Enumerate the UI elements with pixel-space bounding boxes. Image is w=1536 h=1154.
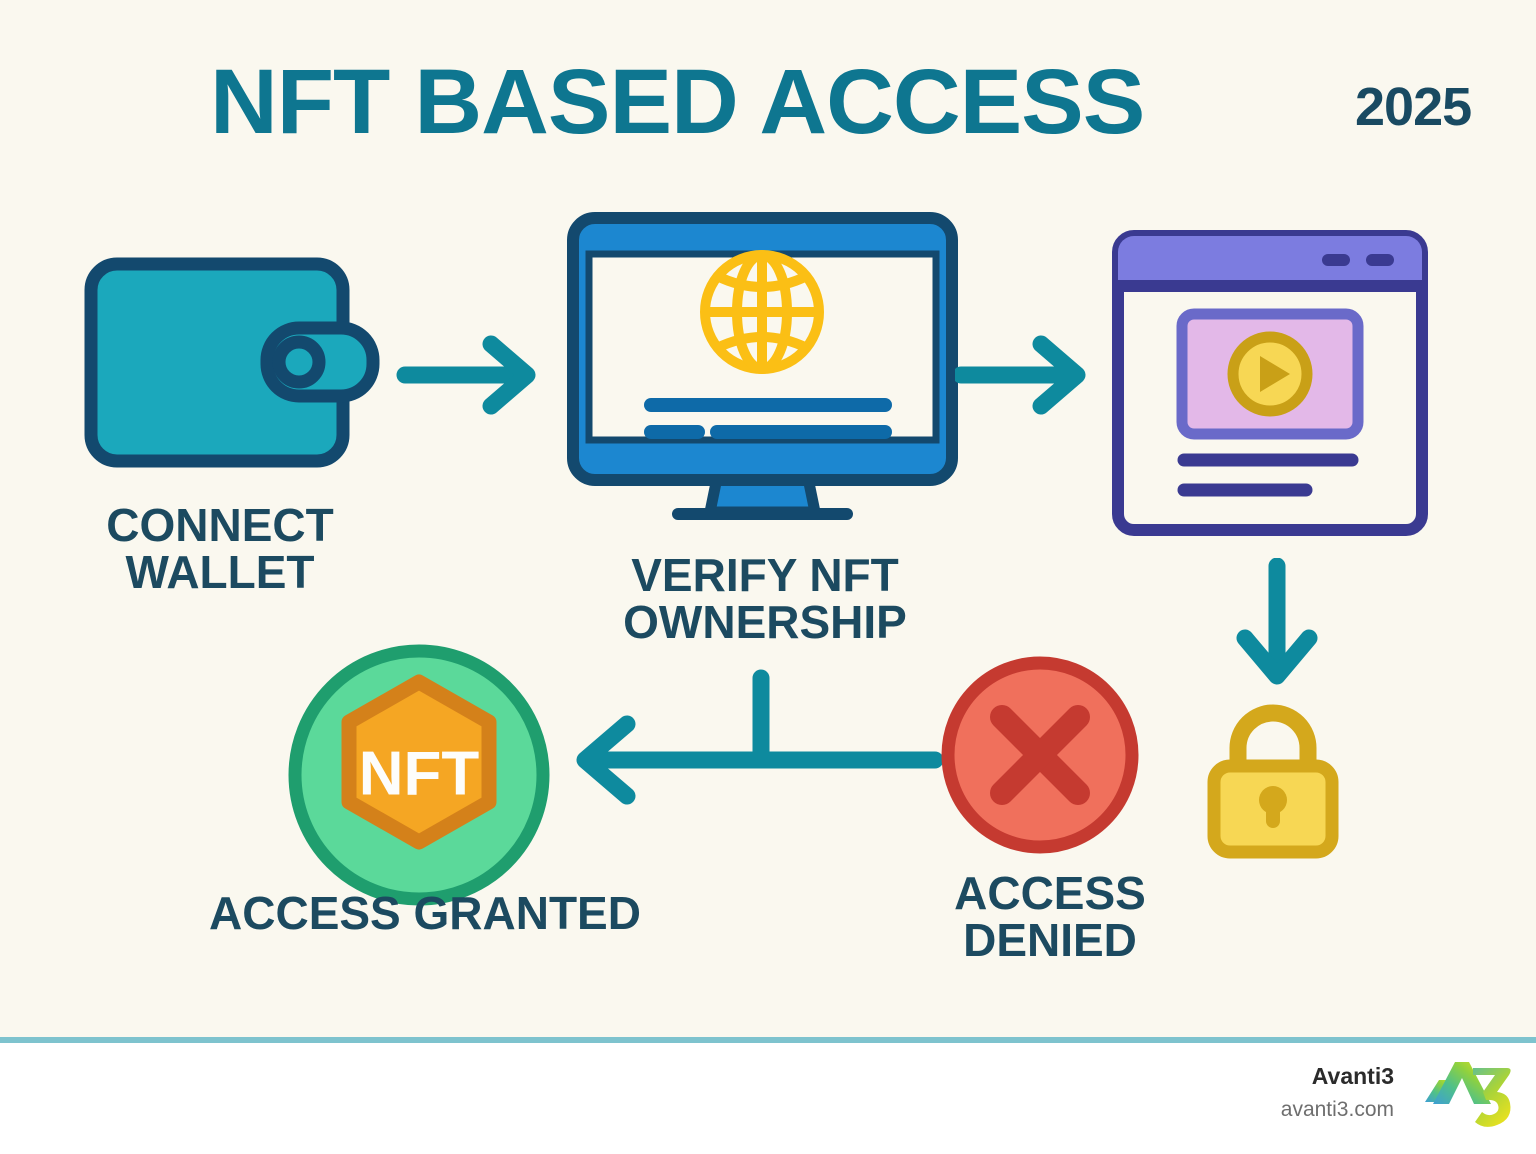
brand-url[interactable]: avanti3.com	[1280, 1098, 1394, 1121]
connect-wallet-line1: CONNECT	[106, 499, 334, 551]
step-label-access-denied: ACCESS DENIED	[905, 870, 1195, 964]
circle-x-icon-svg	[941, 656, 1139, 854]
step-label-access-granted: ACCESS GRANTED	[209, 887, 641, 939]
verify-nft-line2: OWNERSHIP	[623, 595, 907, 648]
padlock-icon	[1198, 700, 1348, 860]
nft-badge-icon-svg: NFT	[288, 644, 550, 906]
arrow-wallet-to-monitor-icon	[395, 330, 545, 420]
verify-nft-line1: VERIFY NFT	[631, 549, 899, 601]
access-denied-line1: ACCESS	[954, 867, 1146, 919]
arrow-browser-to-lock-icon	[1225, 557, 1335, 688]
infographic-stage: NFT BASED ACCESS 2025 CONNECT WALLET	[0, 0, 1536, 1037]
monitor-globe-icon-svg	[567, 212, 958, 520]
circle-x-icon	[940, 655, 1140, 855]
wallet-icon-svg	[84, 257, 380, 468]
monitor-globe-icon	[565, 210, 960, 540]
step-label-connect-wallet: CONNECT WALLET	[40, 502, 400, 596]
page-title: NFT BASED ACCESS	[210, 51, 1145, 153]
browser-window-video-icon	[1110, 228, 1430, 538]
browser-window-icon-svg	[1112, 230, 1428, 536]
footer-divider	[0, 1037, 1536, 1043]
arrow-monitor-to-browser-icon	[952, 330, 1095, 420]
wallet-icon	[82, 255, 382, 470]
nft-badge-icon: NFT	[288, 644, 550, 906]
a3-logo-icon	[1423, 1058, 1515, 1138]
year-badge: 2025	[1355, 77, 1472, 137]
step-label-verify-nft: VERIFY NFT OWNERSHIP	[530, 552, 1000, 646]
footer-bar	[0, 1043, 1536, 1154]
padlock-icon-svg	[1207, 704, 1339, 859]
connect-wallet-line2: WALLET	[125, 545, 315, 598]
nft-badge-text: NFT	[359, 739, 480, 808]
brand-name: Avanti3	[1311, 1063, 1394, 1089]
a3-logo-svg	[1425, 1062, 1511, 1127]
connector-verify-to-access-icon	[555, 668, 945, 808]
access-denied-line2: DENIED	[963, 913, 1137, 966]
